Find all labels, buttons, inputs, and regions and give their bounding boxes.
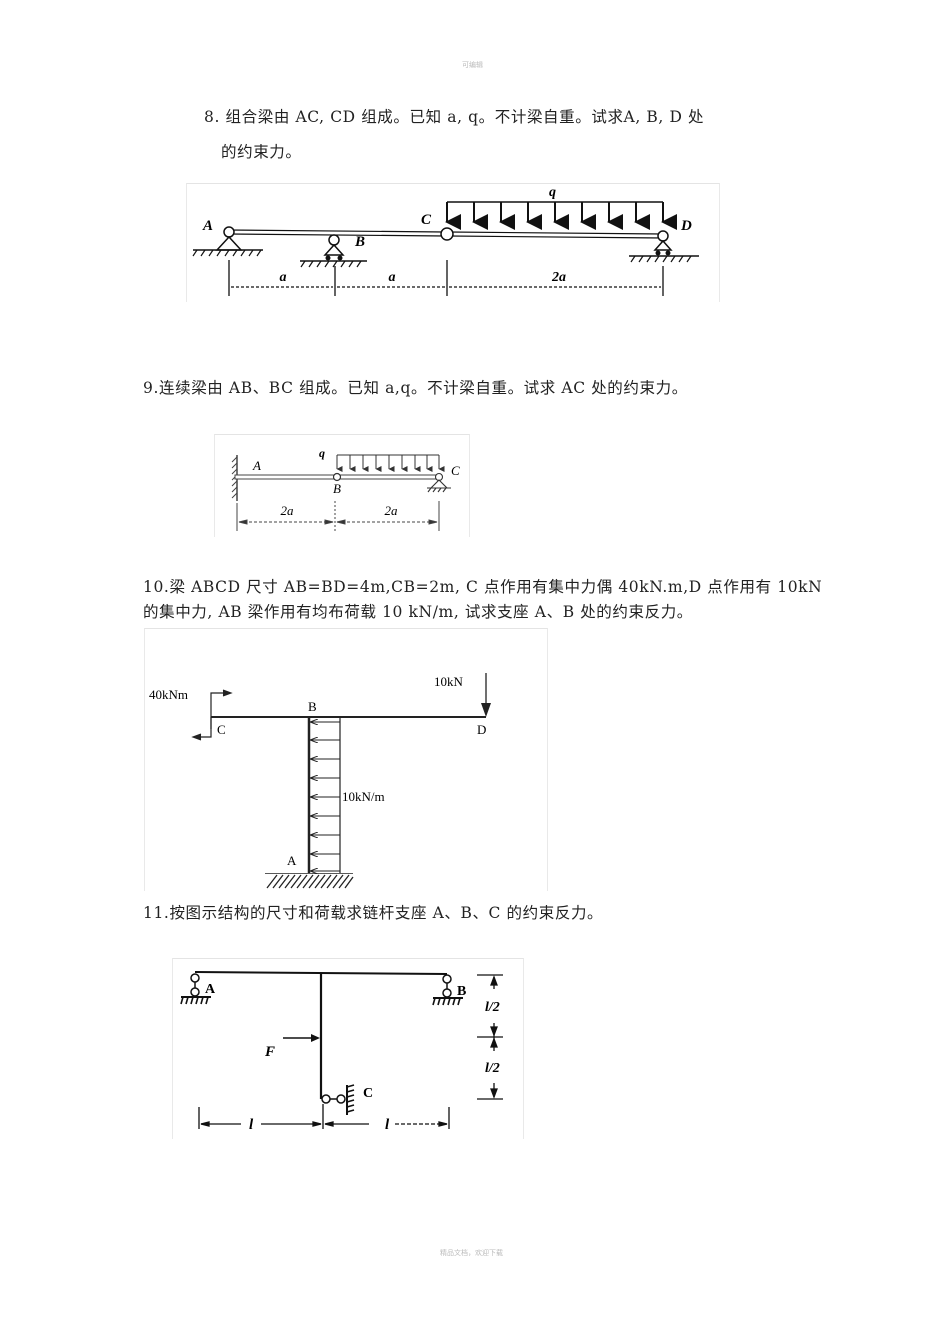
- problem-9-text: 9.连续梁由 AB、BC 组成。已知 a,q。不计梁自重。试求 AC 处的约束力…: [143, 379, 688, 397]
- problem-10-figure: 40kNm 10kN B C D A 10kN/m: [144, 628, 548, 891]
- svg-text:C: C: [217, 722, 226, 737]
- svg-text:A: A: [252, 458, 261, 473]
- svg-text:40kNm: 40kNm: [149, 687, 188, 702]
- svg-text:2a: 2a: [281, 503, 295, 518]
- frame-abcd-diagram: 40kNm 10kN B C D A 10kN/m: [149, 673, 491, 889]
- svg-text:q: q: [319, 446, 325, 460]
- svg-text:C: C: [451, 463, 460, 478]
- problem-11-figure: A B C F l l l/2 l/2: [172, 958, 524, 1139]
- svg-text:a: a: [280, 270, 287, 285]
- svg-text:10kN/m: 10kN/m: [342, 789, 385, 804]
- page-header: 可编辑: [462, 61, 483, 69]
- svg-text:B: B: [333, 481, 341, 496]
- compound-beam-diagram: A B C D q a a 2a: [192, 185, 699, 296]
- svg-text:D: D: [680, 218, 692, 234]
- distributed-load-10knm-icon: [311, 722, 340, 871]
- hinge-c-icon: [440, 227, 454, 241]
- svg-text:A: A: [202, 218, 213, 234]
- problem-8-figure: A B C D q a a 2a: [186, 183, 720, 302]
- svg-text:l/2: l/2: [485, 1061, 500, 1076]
- svg-text:A: A: [205, 982, 216, 997]
- roller-support-d-icon: [629, 230, 699, 263]
- roller-support-b-icon: [300, 234, 367, 268]
- couple-moment-40knm-icon: [191, 689, 233, 741]
- link-support-c-icon: [321, 1084, 355, 1115]
- force-f-icon: [283, 1034, 320, 1042]
- svg-text:C: C: [421, 212, 432, 228]
- fixed-support-a-icon: [265, 873, 354, 889]
- svg-text:l/2: l/2: [485, 1000, 500, 1015]
- problem-8-text-line1: 8. 组合梁由 AC, CD 组成。已知 a, q。不计梁自重。试求A, B, …: [204, 108, 705, 126]
- distributed-load-q-icon: [336, 454, 445, 472]
- svg-text:A: A: [287, 853, 297, 868]
- svg-text:B: B: [354, 234, 365, 250]
- svg-text:B: B: [457, 984, 466, 999]
- svg-text:C: C: [363, 1086, 373, 1101]
- point-load-10kn-icon: [481, 673, 491, 717]
- hinge-b-icon: [332, 472, 342, 482]
- svg-text:a: a: [389, 270, 396, 285]
- link-support-a-icon: [180, 973, 211, 1005]
- continuous-beam-diagram: A B C q 2a 2a: [231, 446, 460, 531]
- link-support-b-icon: [432, 974, 463, 1006]
- svg-text:2a: 2a: [385, 503, 399, 518]
- problem-11-text: 11.按图示结构的尺寸和荷载求链杆支座 A、B、C 的约束反力。: [143, 904, 604, 922]
- distributed-load-q-icon: [445, 201, 677, 230]
- page-footer: 精品文档，欢迎下载: [440, 1249, 503, 1257]
- svg-text:10kN: 10kN: [434, 674, 464, 689]
- svg-text:D: D: [477, 722, 486, 737]
- svg-text:l: l: [385, 1117, 390, 1133]
- svg-text:l: l: [249, 1117, 254, 1133]
- problem-8-text-line2: 的约束力。: [221, 143, 302, 161]
- problem-10-text-line1: 10.梁 ABCD 尺寸 AB=BD=4m,CB=2m, C 点作用有集中力偶 …: [143, 578, 823, 596]
- svg-text:B: B: [308, 699, 317, 714]
- pin-support-a-icon: [192, 226, 263, 257]
- svg-text:q: q: [549, 185, 556, 200]
- problem-10-text-line2: 的集中力, AB 梁作用有均布荷载 10 kN/m, 试求支座 A、B 处的约束…: [143, 603, 693, 621]
- problem-9-figure: A B C q 2a 2a: [214, 434, 470, 537]
- pin-support-c-icon: [427, 472, 451, 493]
- svg-text:F: F: [264, 1044, 275, 1060]
- link-support-frame-diagram: A B C F l l l/2 l/2: [180, 971, 503, 1133]
- svg-text:2a: 2a: [551, 270, 566, 285]
